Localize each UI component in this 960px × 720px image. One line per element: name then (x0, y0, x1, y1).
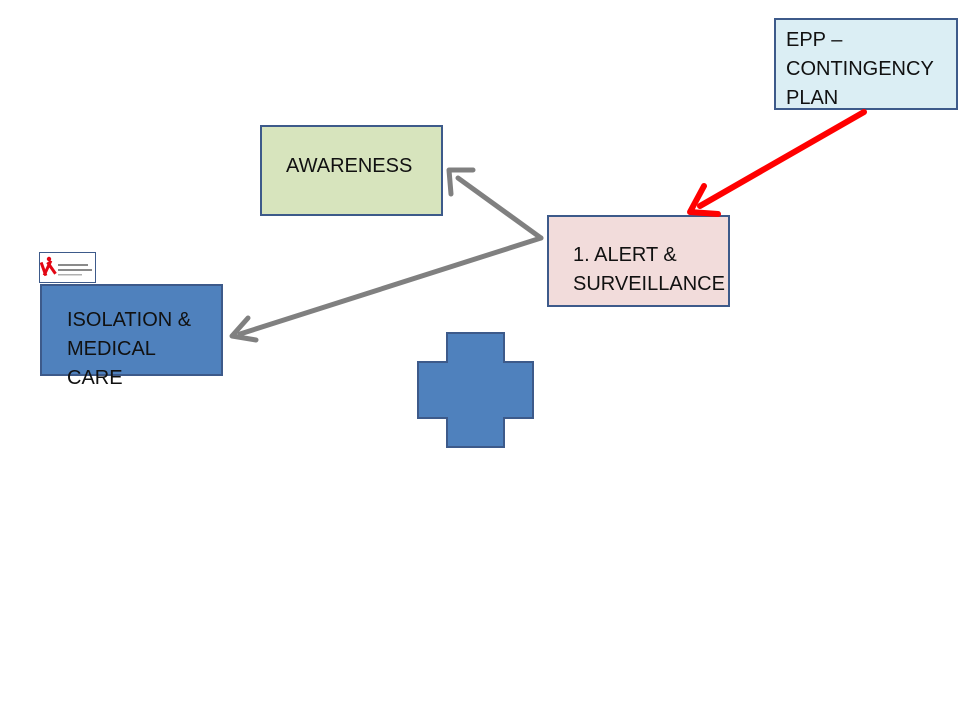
arrow-epp-to-alert (697, 109, 867, 209)
arrowhead-isolation (229, 315, 259, 343)
alert-line-1: 1. ALERT & (573, 244, 677, 266)
msf-logo-text-line (58, 274, 82, 276)
alert-line-2: SURVEILLANCE (573, 273, 725, 295)
arrow-alert-to-awareness (455, 175, 544, 241)
msf-logo (39, 252, 96, 283)
arrowhead-alert (687, 183, 721, 217)
epp-contingency-plan-box: EPP – CONTINGENCY PLAN (774, 18, 958, 110)
msf-logo-figure (39, 256, 57, 277)
msf-logo-text-line (58, 269, 92, 271)
epp-line-2: CONTINGENCY (786, 58, 934, 80)
alert-surveillance-box: 1. ALERT & SURVEILLANCE (547, 215, 730, 307)
epp-line-3: PLAN (786, 87, 839, 109)
isolation-medical-care-box: ISOLATION & MEDICAL CARE (40, 284, 223, 389)
epp-line-1: EPP – (786, 29, 843, 51)
awareness-label: AWARENESS (286, 155, 413, 177)
awareness-box: AWARENESS (260, 125, 443, 216)
isolation-line-2: MEDICAL CARE (67, 338, 156, 389)
cross-shape (417, 332, 534, 448)
isolation-line-1: ISOLATION & (67, 309, 192, 331)
msf-logo-text-line (58, 264, 88, 266)
arrow-alert-to-isolation (237, 235, 544, 337)
msf-logo-mark (39, 256, 92, 277)
arrowhead-awareness (446, 167, 476, 197)
